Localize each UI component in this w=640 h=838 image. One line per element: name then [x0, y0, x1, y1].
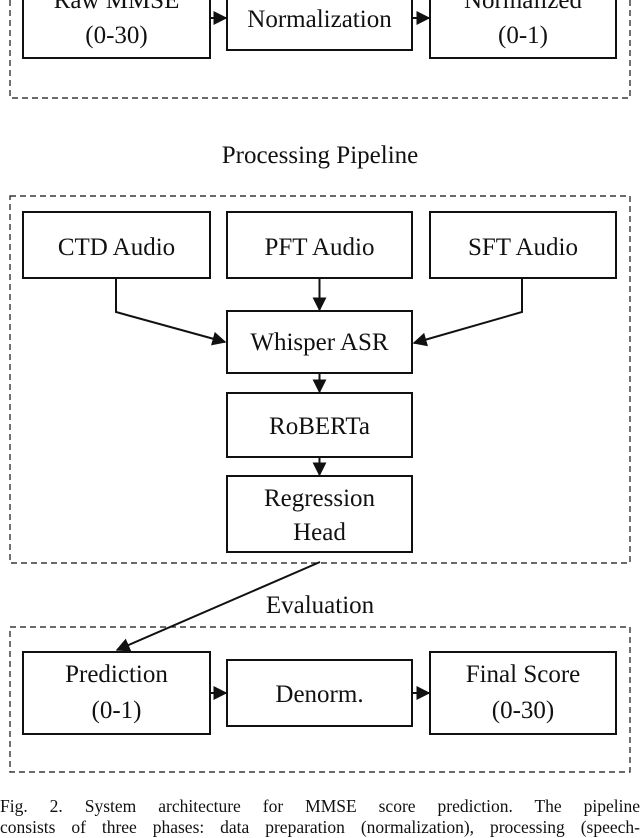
caption-line-1: Fig. 2. System architecture for MMSE sco… [0, 796, 640, 816]
figure-caption: Fig. 2. System architecture for MMSE sco… [0, 796, 640, 838]
regression-head-line-1: Regression [264, 485, 376, 512]
prediction-line-1: Prediction [65, 661, 168, 688]
roberta-box: RoBERTa [226, 392, 413, 458]
arrow-head-to-prediction [115, 561, 321, 652]
regression-head-box: Regression Head [226, 475, 413, 553]
caption-line-2: consists of three phases: data preparati… [0, 817, 640, 837]
whisper-asr-box: Whisper ASR [226, 310, 413, 374]
denorm-label: Denorm. [275, 681, 363, 708]
final-score-line-2: (0-30) [492, 697, 554, 724]
final-score-box: Final Score (0-30) [429, 651, 617, 735]
phase-border [9, 626, 631, 773]
denorm-box: Denorm. [226, 659, 413, 727]
pft-audio-label: PFT Audio [265, 234, 375, 261]
data-preparation-phase: Raw MMSE (0-30) Normalization Normalized… [9, 0, 631, 99]
ctd-audio-label: CTD Audio [58, 234, 175, 261]
prediction-box: Prediction (0-1) [22, 651, 211, 735]
phase-border [9, 0, 631, 99]
roberta-label: RoBERTa [269, 413, 370, 440]
arrow-sft-to-asr [412, 278, 523, 347]
normalized-box: Normalized (0-1) [429, 0, 617, 59]
arrow-ctd-to-asr [115, 278, 227, 346]
final-score-line-1: Final Score [466, 661, 581, 688]
raw-mmse-line-1: Raw MMSE [54, 0, 180, 14]
normalized-line-1: Normalized [464, 0, 583, 14]
processing-pipeline-title: Processing Pipeline [222, 142, 419, 169]
evaluation-phase: Prediction (0-1) Denorm. Final Score (0-… [9, 626, 631, 773]
prediction-line-2: (0-1) [92, 697, 142, 724]
phase-border [9, 195, 631, 564]
sft-audio-box: SFT Audio [429, 211, 617, 279]
evaluation-title: Evaluation [266, 592, 375, 619]
normalization-box: Normalization [226, 0, 413, 51]
ctd-audio-box: CTD Audio [22, 211, 211, 279]
whisper-asr-label: Whisper ASR [250, 329, 389, 356]
raw-mmse-line-2: (0-30) [85, 22, 147, 49]
raw-mmse-box: Raw MMSE (0-30) [22, 0, 211, 59]
sft-audio-label: SFT Audio [468, 234, 578, 261]
regression-head-line-2: Head [293, 519, 346, 546]
processing-phase: CTD Audio PFT Audio SFT Audio Whisper AS… [9, 195, 631, 564]
pft-audio-box: PFT Audio [226, 211, 413, 279]
normalized-line-2: (0-1) [498, 22, 548, 49]
normalization-label: Normalization [247, 6, 392, 33]
